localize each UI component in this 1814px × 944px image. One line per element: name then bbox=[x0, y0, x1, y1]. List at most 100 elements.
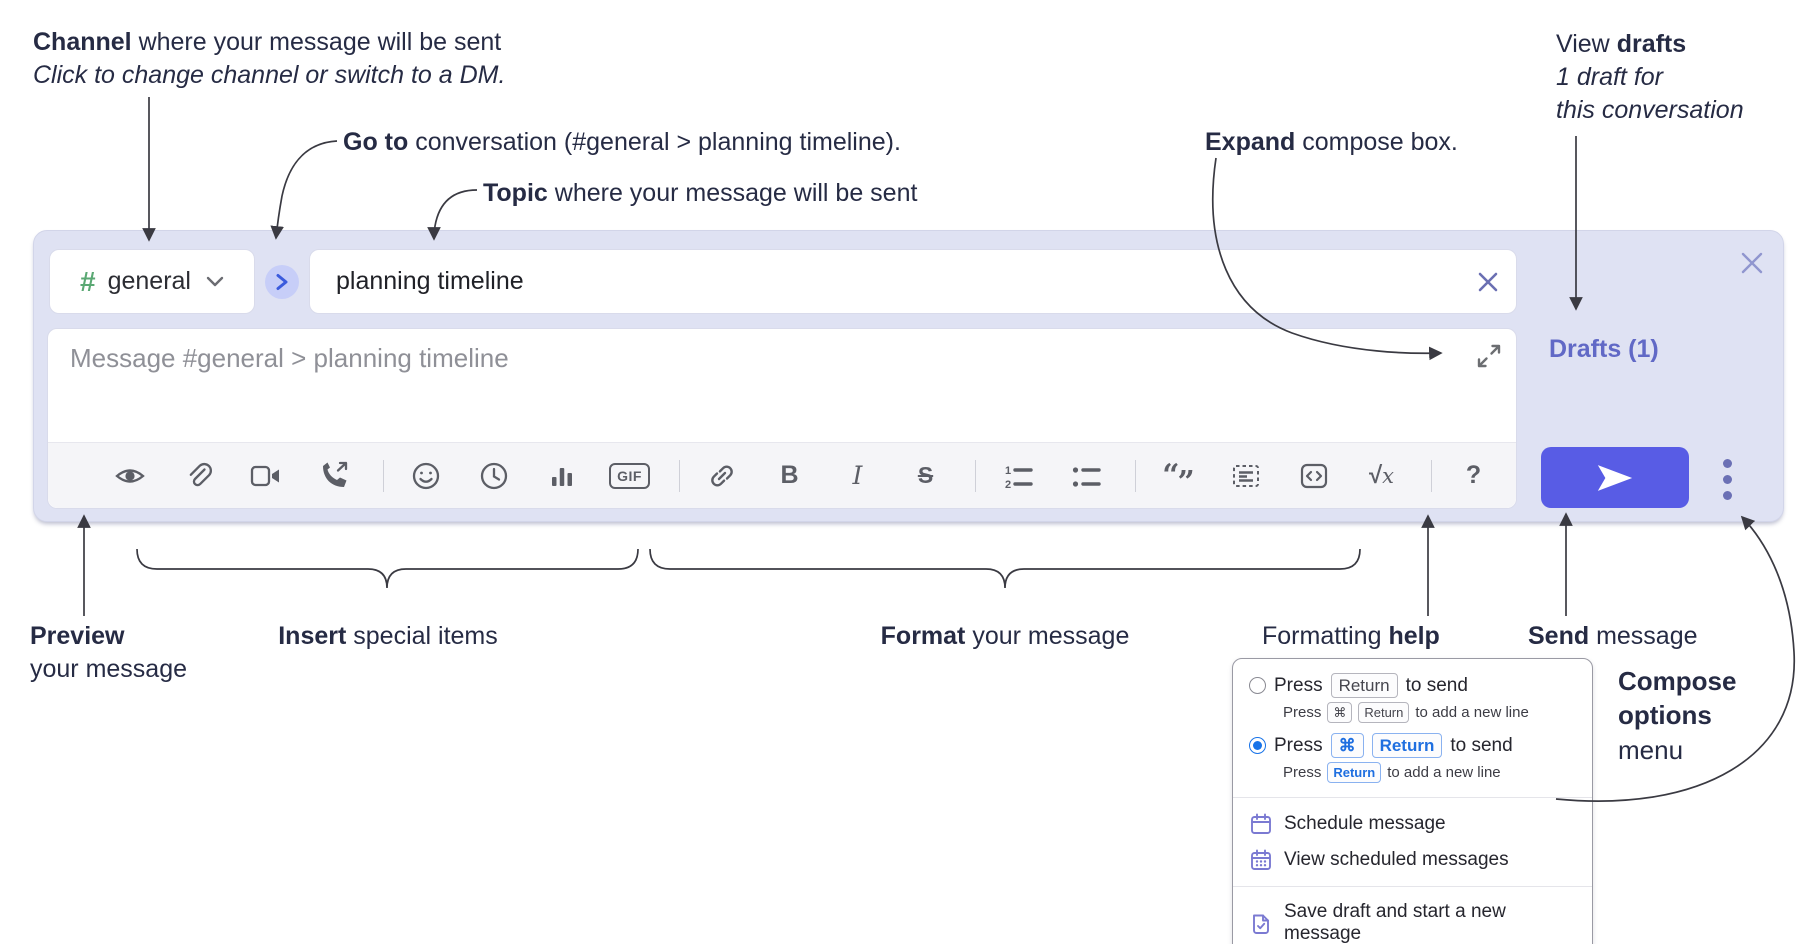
quotes-icon: “” bbox=[1162, 458, 1195, 500]
annotation-insert-rest: special items bbox=[346, 622, 498, 650]
snippet-button[interactable] bbox=[1222, 454, 1269, 498]
channel-selector[interactable]: # general bbox=[49, 249, 255, 314]
expand-compose-button[interactable] bbox=[1470, 337, 1508, 375]
goto-conversation-button[interactable] bbox=[265, 265, 299, 299]
gif-button[interactable]: GIF bbox=[606, 454, 653, 498]
close-compose-button[interactable] bbox=[1732, 243, 1772, 283]
clock-icon bbox=[479, 461, 509, 491]
compose-options-button[interactable] bbox=[1709, 453, 1745, 505]
annotation-send-bold: Send bbox=[1528, 622, 1590, 650]
topic-input[interactable] bbox=[310, 267, 1468, 296]
annotation-drafts-line2: 1 draft for bbox=[1556, 63, 1663, 91]
annotation-insert: Insert special items bbox=[278, 620, 498, 653]
press-label: Press bbox=[1274, 734, 1323, 756]
formula-button[interactable]: √x bbox=[1358, 454, 1405, 498]
annotation-channel-rest: where your message will be sent bbox=[131, 28, 502, 56]
annotation-format-bold: Format bbox=[880, 622, 966, 650]
annotation-preview-bold: Preview bbox=[30, 622, 125, 650]
calendar-grid-icon bbox=[1249, 848, 1273, 872]
menu-item-label: Schedule message bbox=[1284, 813, 1446, 834]
annotation-send: Send message bbox=[1528, 620, 1698, 653]
blockquote-button[interactable]: “” bbox=[1154, 454, 1201, 500]
close-icon bbox=[1477, 271, 1499, 293]
annotation-drafts-pre: View bbox=[1556, 30, 1617, 58]
radio-selected[interactable] bbox=[1249, 737, 1266, 754]
expand-icon bbox=[1475, 342, 1503, 370]
clock-button[interactable] bbox=[470, 454, 517, 498]
send-button[interactable] bbox=[1541, 447, 1689, 508]
video-button[interactable] bbox=[242, 454, 289, 498]
strikethrough-button[interactable]: S bbox=[902, 454, 949, 498]
annotation-help-bold: help bbox=[1388, 622, 1440, 650]
eye-icon bbox=[114, 461, 146, 491]
compose-options-menu: Press Return to send Press ⌘ Return to a… bbox=[1232, 658, 1593, 944]
brace-insert bbox=[136, 548, 639, 589]
drafts-link[interactable]: Drafts (1) bbox=[1549, 335, 1659, 363]
bold-button[interactable]: B bbox=[766, 454, 813, 498]
dot bbox=[1722, 490, 1732, 500]
formula-icon: √x bbox=[1369, 462, 1394, 490]
toolbar-divider bbox=[1431, 459, 1432, 492]
annotation-help-pre: Formatting bbox=[1262, 622, 1389, 650]
message-box: GIF B I S 12 “” √x ? bbox=[47, 328, 1517, 509]
annotation-compose-line1: Compose bbox=[1618, 666, 1737, 696]
bar-chart-icon bbox=[548, 462, 576, 490]
to-newline-label: to add a new line bbox=[1415, 704, 1529, 721]
paperclip-icon bbox=[183, 461, 213, 491]
toolbar-divider bbox=[383, 459, 384, 492]
gif-icon: GIF bbox=[609, 462, 650, 489]
code-block-icon bbox=[1299, 461, 1329, 491]
send-icon bbox=[1595, 463, 1635, 493]
annotation-drafts-line3: this conversation bbox=[1556, 96, 1744, 124]
formatting-help-button[interactable]: ? bbox=[1450, 454, 1497, 498]
radio-unselected[interactable] bbox=[1249, 677, 1266, 694]
menu-item-view-scheduled[interactable]: View scheduled messages bbox=[1233, 842, 1592, 878]
cmd-key: ⌘ bbox=[1330, 733, 1364, 758]
preview-eye-button[interactable] bbox=[106, 454, 153, 498]
audio-call-button[interactable] bbox=[310, 454, 357, 498]
x-glyph: x bbox=[1382, 463, 1394, 488]
return-key: Return bbox=[1327, 762, 1382, 783]
sqrt-glyph: √ bbox=[1368, 461, 1383, 489]
annotation-format: Format your message bbox=[881, 620, 1130, 653]
option-return-to-send[interactable]: Press Return to send Press ⌘ Return to a… bbox=[1233, 669, 1592, 729]
press-label: Press bbox=[1283, 764, 1322, 781]
return-key: Return bbox=[1358, 702, 1410, 723]
strikethrough-icon: S bbox=[917, 462, 934, 488]
annotation-compose-line3: menu bbox=[1618, 734, 1684, 765]
menu-item-save-draft[interactable]: Save draft and start a new message bbox=[1233, 895, 1592, 944]
option-cmd-return-to-send[interactable]: Press ⌘ Return to send Press Return to a… bbox=[1233, 729, 1592, 789]
annotation-preview-line2: your message bbox=[30, 655, 188, 683]
link-button[interactable] bbox=[698, 454, 745, 498]
calendar-icon bbox=[1249, 812, 1273, 836]
menu-divider bbox=[1233, 797, 1592, 798]
return-key: Return bbox=[1330, 673, 1398, 698]
quote-open: “ bbox=[1162, 458, 1179, 493]
code-block-button[interactable] bbox=[1290, 454, 1337, 498]
poll-button[interactable] bbox=[538, 454, 585, 498]
smiley-icon bbox=[411, 461, 441, 491]
close-icon bbox=[1739, 250, 1765, 276]
annotation-channel: Channel where your message will be sent … bbox=[33, 26, 505, 92]
attach-file-button[interactable] bbox=[174, 454, 221, 498]
clear-topic-button[interactable] bbox=[1468, 262, 1508, 302]
annotation-preview: Preview your message bbox=[30, 620, 187, 686]
video-camera-icon bbox=[250, 463, 282, 489]
annotation-goto-rest: conversation (#general > planning timeli… bbox=[408, 128, 901, 156]
bulleted-list-button[interactable] bbox=[1062, 454, 1109, 498]
toolbar-divider bbox=[1135, 459, 1136, 492]
annotation-topic-rest: where your message will be sent bbox=[547, 179, 918, 207]
chevron-down-icon bbox=[205, 275, 225, 289]
emoji-button[interactable] bbox=[402, 454, 449, 498]
line-goto bbox=[270, 140, 338, 240]
brace-format bbox=[649, 548, 1361, 589]
press-label: Press bbox=[1283, 704, 1322, 721]
return-key: Return bbox=[1371, 733, 1443, 758]
message-input[interactable] bbox=[48, 329, 1516, 437]
italic-button[interactable]: I bbox=[834, 454, 881, 498]
menu-item-schedule-message[interactable]: Schedule message bbox=[1233, 806, 1592, 842]
menu-divider bbox=[1233, 886, 1592, 887]
